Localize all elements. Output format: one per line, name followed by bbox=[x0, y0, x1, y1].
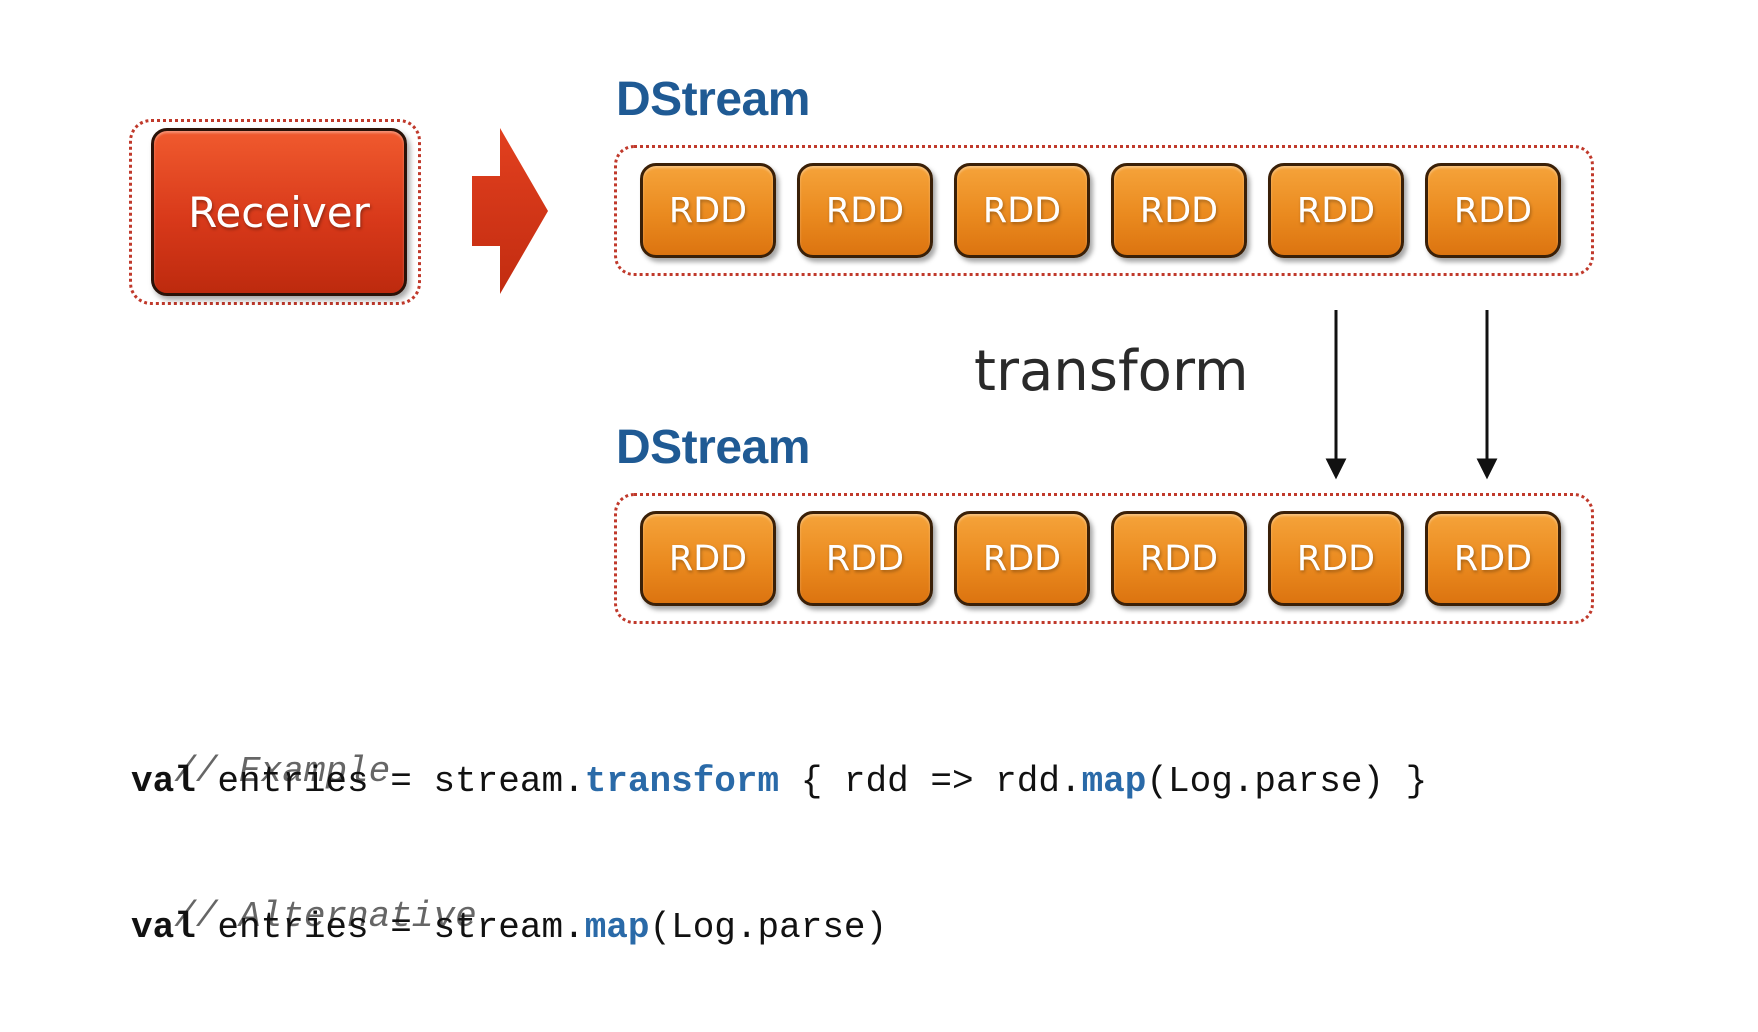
example-comment: // Example bbox=[174, 751, 391, 792]
bottom-rdd-1: RDD bbox=[640, 511, 776, 606]
bottom-rdd-6: RDD bbox=[1425, 511, 1561, 606]
top-dstream bbox=[614, 145, 1594, 276]
example-function-transform: transform bbox=[584, 761, 780, 802]
example-part-3: (Log.parse) } bbox=[1146, 761, 1428, 802]
top-rdd-2: RDD bbox=[797, 163, 933, 258]
top-rdd-1: RDD bbox=[640, 163, 776, 258]
top-rdd-3: RDD bbox=[954, 163, 1090, 258]
receiver-box: Receiver bbox=[151, 128, 407, 296]
top-rdd-5: RDD bbox=[1268, 163, 1404, 258]
top-dstream-title: DStream bbox=[616, 73, 810, 126]
example-part-1: entries = stream. bbox=[195, 761, 585, 802]
flow-arrow-icon bbox=[472, 128, 548, 294]
top-rdd-4: RDD bbox=[1111, 163, 1247, 258]
bottom-rdd-4: RDD bbox=[1111, 511, 1247, 606]
transform-arrowhead-2 bbox=[1476, 458, 1498, 480]
alt-comment: // Alternative bbox=[174, 896, 477, 937]
example-keyword: val bbox=[131, 761, 196, 802]
code-example-comment: // Example bbox=[131, 718, 390, 790]
transform-label: transform bbox=[974, 339, 1249, 404]
bottom-dstream bbox=[614, 493, 1594, 624]
code-alt-comment: // Alternative bbox=[131, 863, 477, 937]
code-alt-line: val entries = stream.map(Log.parse) bbox=[131, 910, 887, 946]
alt-function-map: map bbox=[584, 907, 650, 948]
bottom-rdd-5: RDD bbox=[1268, 511, 1404, 606]
example-part-2: { rdd => rdd. bbox=[779, 761, 1082, 802]
receiver-label: Receiver bbox=[188, 187, 370, 237]
receiver-group bbox=[129, 119, 421, 305]
bottom-rdd-3: RDD bbox=[954, 511, 1090, 606]
alt-part-1: entries = stream. bbox=[195, 907, 585, 948]
alt-keyword: val bbox=[131, 907, 196, 948]
alt-part-2: (Log.parse) bbox=[649, 907, 888, 948]
top-rdd-6: RDD bbox=[1425, 163, 1561, 258]
code-example-line: val entries = stream.transform { rdd => … bbox=[131, 764, 1427, 800]
transform-arrowhead-1 bbox=[1325, 458, 1347, 480]
bottom-rdd-2: RDD bbox=[797, 511, 933, 606]
bottom-dstream-title: DStream bbox=[616, 421, 810, 474]
example-function-map: map bbox=[1081, 761, 1147, 802]
